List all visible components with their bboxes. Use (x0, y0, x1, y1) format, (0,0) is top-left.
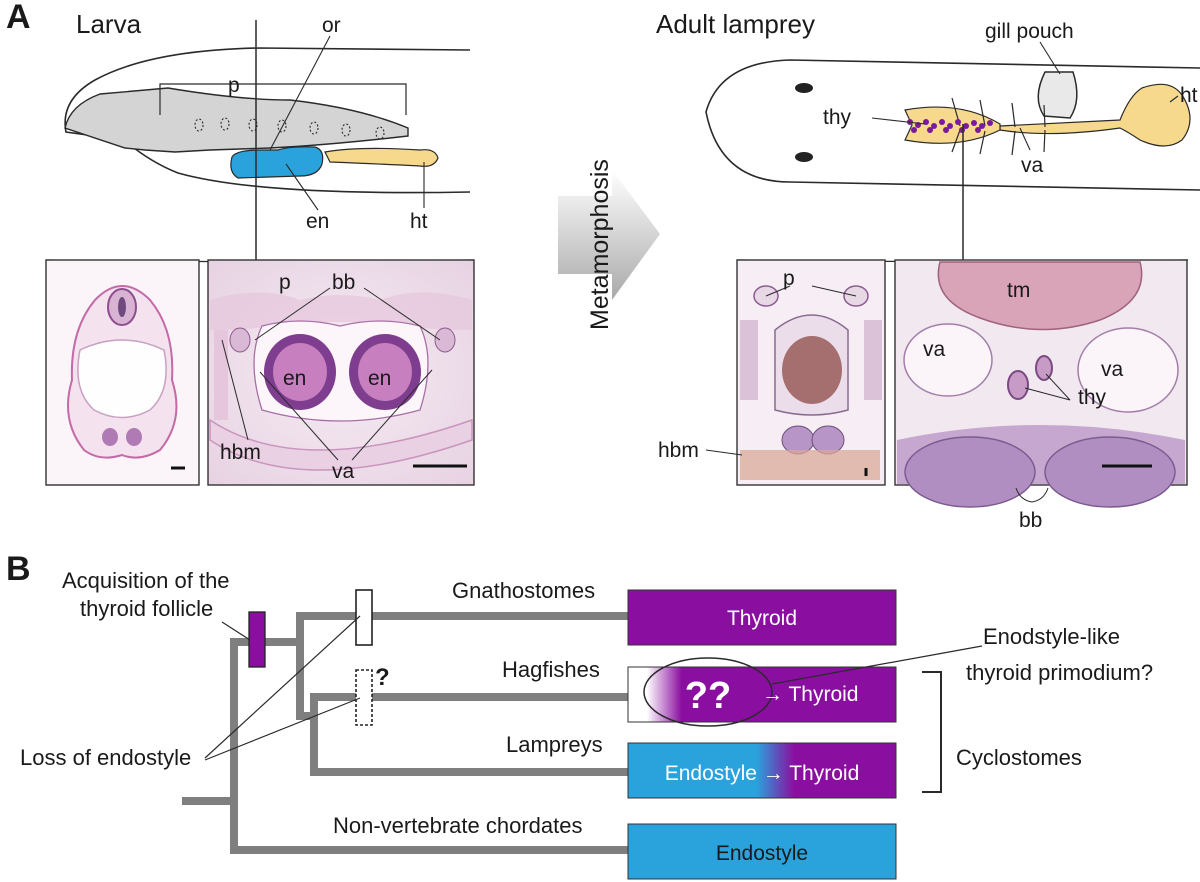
thyroid-follicles (907, 119, 993, 133)
larva-heart (324, 147, 439, 167)
larva-histology-zoom: p bb en en hbm va (207, 259, 475, 486)
endostyle-box-label: Endostyle (716, 842, 808, 865)
hagfish-arrow-thyroid: → Thyroid (762, 683, 858, 706)
cyclostomes-bracket (922, 671, 942, 793)
en-leader (285, 163, 319, 211)
box-lamprey: Endostyle → Thyroid (627, 742, 897, 799)
adult-title: Adult lamprey (656, 9, 815, 39)
histo-label-va-left: va (923, 338, 946, 361)
taxon-lampreys: Lampreys (506, 732, 603, 757)
histo-label-va-right: va (1101, 358, 1124, 381)
histo-label-hbm-adult: hbm (658, 439, 699, 462)
taxon-non-vertebrate: Non-vertebrate chordates (333, 813, 582, 838)
larva-title: Larva (76, 9, 142, 39)
histo-label-bb: bb (332, 271, 355, 294)
larva-histology-overview (45, 259, 200, 486)
gill-pores (194, 117, 385, 140)
larva-p-bracket (159, 83, 407, 115)
histo-label-en-right: en (368, 367, 391, 390)
adult-diagram: Adult lamprey gill pouc (656, 9, 1200, 263)
histo-label-p-adult: p (783, 267, 795, 290)
box-thyroid-gnathostomes: Thyroid (627, 589, 897, 646)
cyclostomes-label: Cyclostomes (956, 745, 1082, 770)
annotation-line2: thyroid primodium? (966, 660, 1153, 685)
larva-endostyle (230, 146, 324, 179)
panel-b-letter: B (6, 550, 31, 588)
label-gill-pouch: gill pouch (985, 20, 1074, 43)
histo-label-p: p (279, 271, 291, 294)
histo-label-thy: thy (1078, 386, 1107, 409)
histo-label-en-left: en (283, 367, 306, 390)
adult-histology-overview: p hbm (658, 259, 886, 486)
label-va-adult: va (1021, 154, 1044, 177)
loss-of-endostyle-label: Loss of endostyle (20, 745, 191, 770)
label-thy-adult: thy (823, 106, 852, 129)
annotation-line1: Enodstyle-like (983, 624, 1120, 649)
hagfish-question-marks: ?? (685, 675, 731, 717)
box-thyroid-label: Thyroid (727, 607, 797, 630)
taxon-hagfishes: Hagfishes (502, 657, 600, 682)
larva-pharynx (64, 87, 409, 153)
acquisition-label-line2: thyroid follicle (80, 596, 213, 621)
histo-label-tm: tm (1007, 279, 1030, 302)
box-endostyle-non-vertebrate: Endostyle (627, 823, 897, 880)
label-ht: ht (410, 210, 428, 233)
metamorphosis-label: Metamorphosis (586, 159, 614, 330)
lamprey-box-label: Endostyle → Thyroid (665, 762, 860, 785)
acquisition-marker (248, 611, 266, 668)
histo-label-va: va (332, 460, 355, 483)
label-en: en (306, 210, 329, 233)
taxon-gnathostomes: Gnathostomes (452, 578, 595, 603)
histo-label-bb-adult: bb (1019, 509, 1042, 532)
loss-marker-hagfish (355, 669, 373, 726)
label-p: p (228, 74, 240, 97)
adult-histology-zoom: tm va va thy (894, 259, 1188, 508)
larva-diagram: Larva or p en ht (45, 9, 475, 263)
label-ht-adult: ht (1180, 84, 1198, 107)
panel-a-letter: A (6, 0, 31, 36)
or-leader (269, 35, 331, 151)
acquisition-label-line1: Acquisition of the (62, 568, 230, 593)
label-or: or (322, 14, 341, 37)
histo-label-hbm: hbm (220, 441, 261, 464)
metamorphosis-arrow: Metamorphosis (558, 159, 660, 330)
box-hagfish: ?? → Thyroid (627, 657, 897, 727)
question-mark: ? (375, 664, 390, 691)
loss-marker-gnathostomes (355, 589, 373, 646)
